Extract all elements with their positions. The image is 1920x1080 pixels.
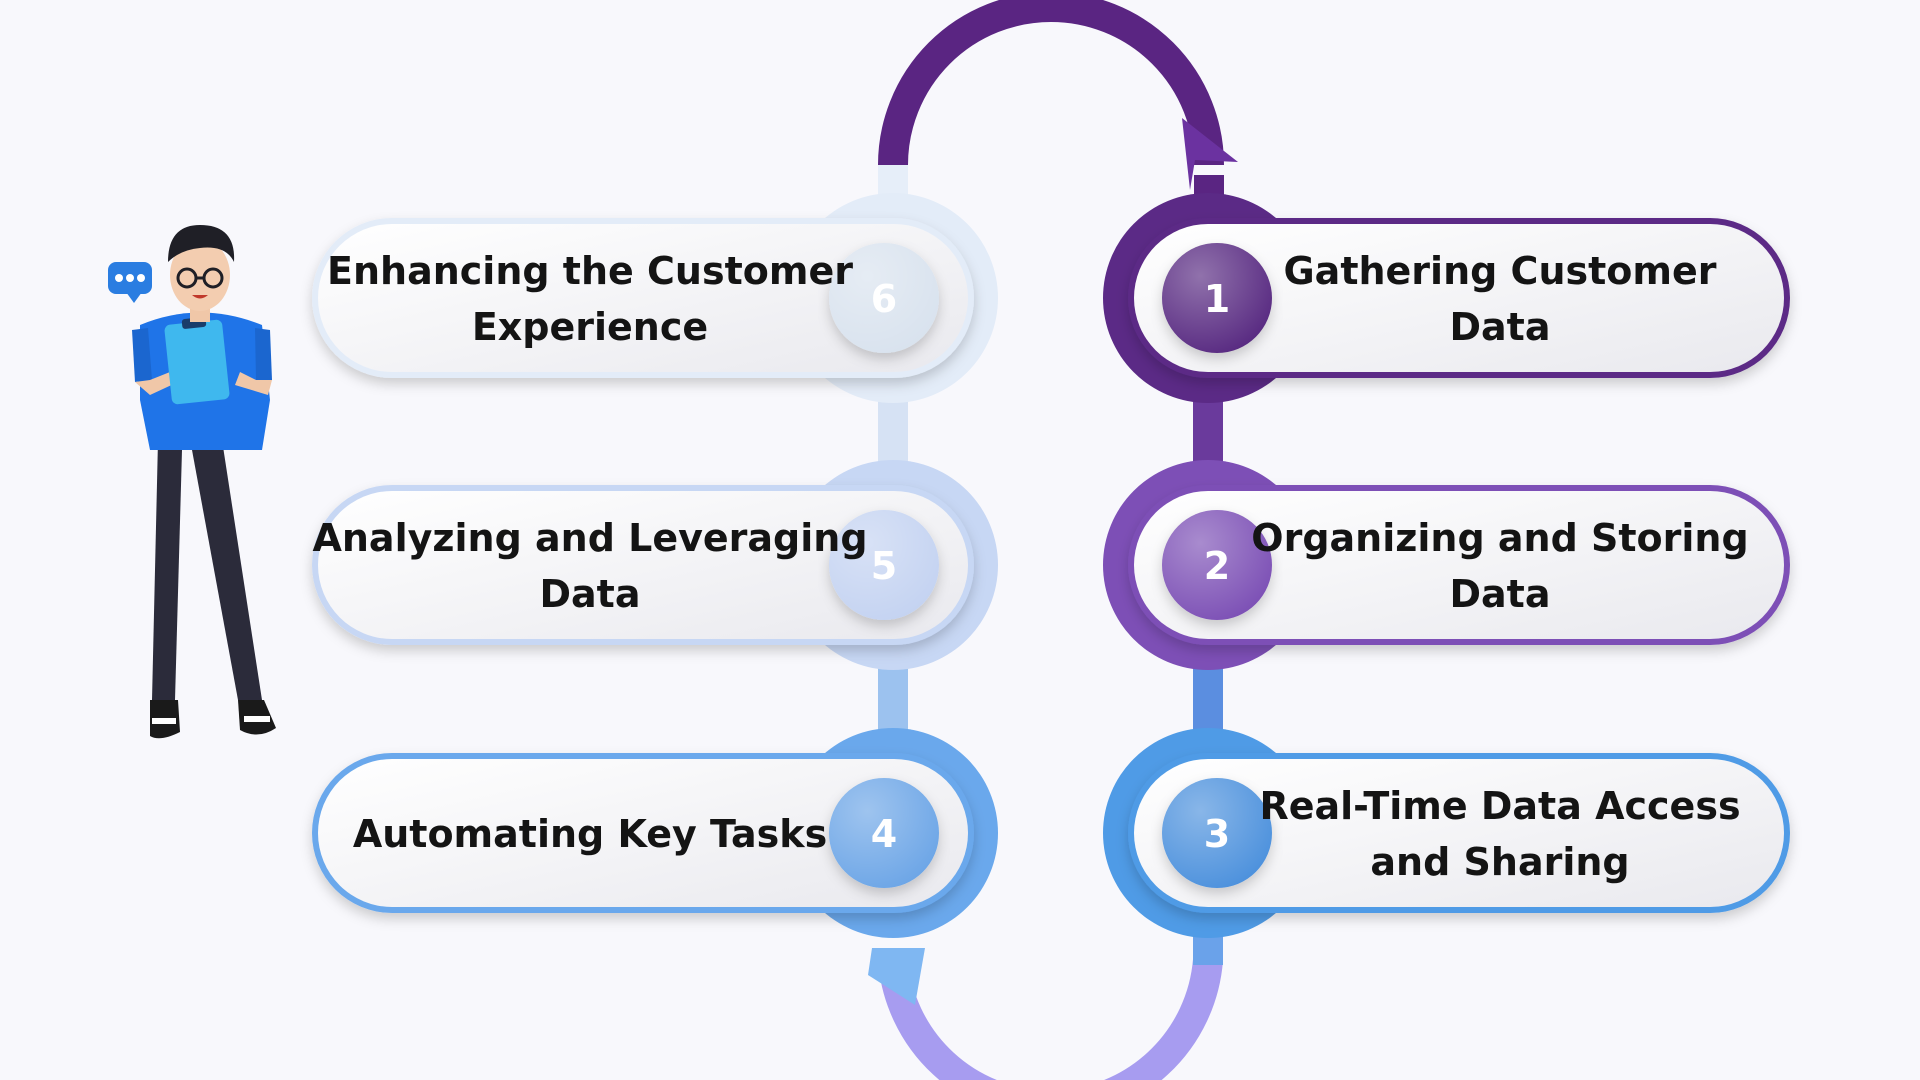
step-badge-shine xyxy=(829,510,939,620)
step-4: 4 Automating Key Tasks xyxy=(312,728,998,938)
step-badge-shine xyxy=(1162,778,1272,888)
arrow-down-icon xyxy=(1182,118,1238,190)
step-number: 6 xyxy=(871,277,897,321)
step-pill xyxy=(1134,491,1784,639)
step-number: 1 xyxy=(1204,277,1230,321)
arrow-up-icon xyxy=(868,948,925,1005)
step-badge-shine xyxy=(829,243,939,353)
step-title: Automating Key Tasks xyxy=(353,812,827,856)
step-number: 5 xyxy=(871,544,897,588)
step-badge-shine xyxy=(829,778,939,888)
step-pill xyxy=(1134,759,1784,907)
bottom-cycle-arc xyxy=(868,915,1223,1080)
step-number: 4 xyxy=(871,812,897,856)
top-cycle-arc xyxy=(878,0,1238,225)
step-badge-shine xyxy=(1162,243,1272,353)
step-number: 3 xyxy=(1204,812,1230,856)
person-illustration xyxy=(108,225,276,739)
step-pill xyxy=(318,491,968,639)
speech-bubble-icon xyxy=(108,262,152,303)
step-number: 2 xyxy=(1204,544,1230,588)
step-pill xyxy=(318,224,968,372)
step-badge-shine xyxy=(1162,510,1272,620)
step-pill xyxy=(318,759,968,907)
step-pill xyxy=(1134,224,1784,372)
